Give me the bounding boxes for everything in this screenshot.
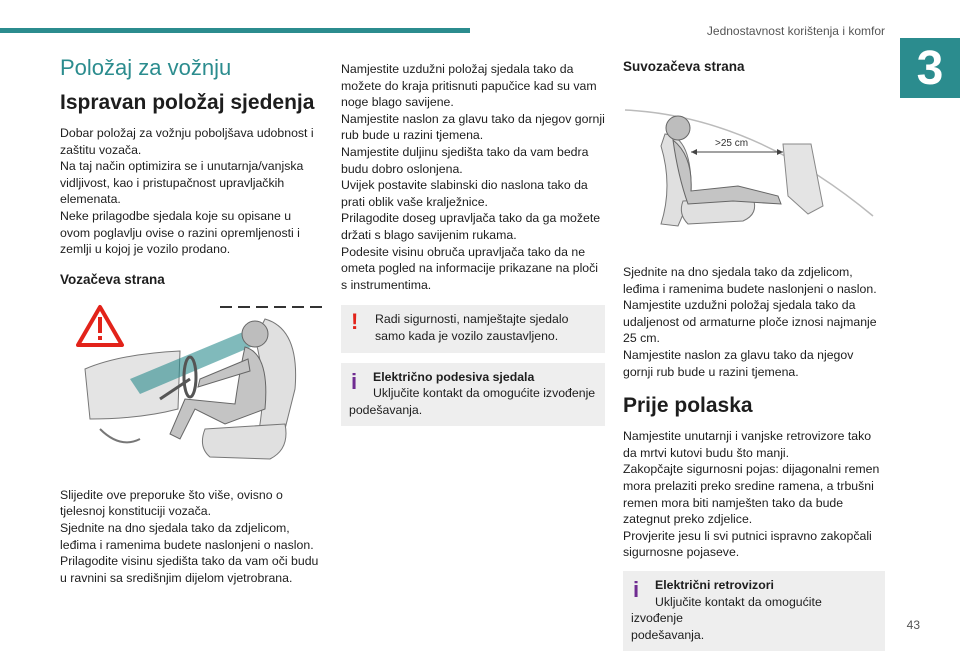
heading-correct-position: Ispravan položaj sjedenja xyxy=(60,91,315,114)
electric-mirrors-info-box: i Električni retrovizori Uključite konta… xyxy=(623,570,885,652)
exclamation-icon: ! xyxy=(351,309,359,335)
distance-label: >25 cm xyxy=(715,138,748,149)
running-header: Jednostavnost korištenja i komfor xyxy=(706,24,885,38)
info-text-line1: Uključite kontakt da omogućite izvođenje xyxy=(373,386,596,401)
intro-paragraph: Dobar položaj za vožnju poboljšava udobn… xyxy=(60,126,314,257)
heading-passenger-side: Suvozačeva strana xyxy=(623,59,745,74)
passenger-seat-illustration: >25 cm xyxy=(624,109,874,227)
warning-triangle-icon xyxy=(76,304,124,347)
chapter-number-tab: 3 xyxy=(900,38,960,98)
driver-side-paragraph: Slijedite ove preporuke što više, ovisno… xyxy=(60,487,319,585)
info-title: Električno podesiva sjedala xyxy=(373,369,535,384)
info-icon: i xyxy=(351,368,358,394)
info-title: Električni retrovizori xyxy=(655,577,774,592)
electric-seats-info-box: i Električno podesiva sjedala Uključite … xyxy=(341,362,605,427)
info-text-line1: Uključite kontakt da omogućite izvođenje xyxy=(631,594,822,626)
page-number: 43 xyxy=(906,618,920,632)
before-departure-paragraph: Namjestite unutarnji i vanjske retrovizo… xyxy=(623,429,880,560)
heading-driver-side: Vozačeva strana xyxy=(60,271,165,287)
safety-warning-box: ! Radi sigurnosti, namještajte sjedalo s… xyxy=(341,305,605,353)
header-accent-bar xyxy=(0,28,470,33)
column-middle: Namjestite uzdužni položaj sjedala tako … xyxy=(341,61,605,436)
passenger-side-paragraph: Sjednite na dno sjedala tako da zdjelico… xyxy=(623,265,877,379)
driver-seat-illustration xyxy=(76,304,322,460)
info-icon: i xyxy=(633,576,640,602)
safety-warning-text: Radi sigurnosti, namještajte sjedalo sam… xyxy=(375,312,569,343)
column-right: Suvozačeva strana >25 cm Sjednite na dno… xyxy=(623,55,885,661)
heading-before-departure: Prije polaska xyxy=(623,394,753,418)
column-left: Položaj za vožnju Ispravan položaj sjede… xyxy=(60,55,322,586)
section-title: Položaj za vožnju xyxy=(60,55,232,80)
info-text-line2: podešavanja. xyxy=(631,627,705,642)
info-text-line2: podešavanja. xyxy=(349,402,423,417)
seat-adjustment-paragraph: Namjestite uzdužni položaj sjedala tako … xyxy=(341,62,605,292)
